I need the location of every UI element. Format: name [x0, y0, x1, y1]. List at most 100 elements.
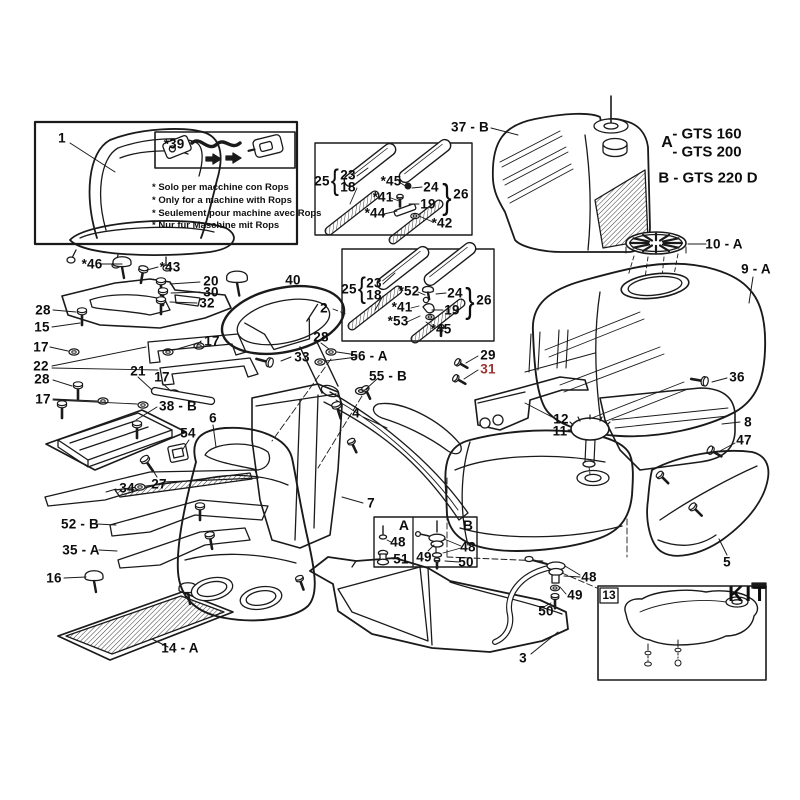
side-panel-5-art	[647, 451, 768, 556]
bracket-35a-art	[99, 528, 250, 568]
callout-38-b: 38 - B	[159, 398, 197, 414]
callout-44: *44	[364, 205, 386, 221]
model-gts-160: - GTS 160	[672, 125, 742, 143]
console-bracket-art	[450, 330, 595, 430]
callout-17: 17	[35, 391, 51, 407]
callout-17: 17	[204, 333, 220, 349]
callout-28: 28	[34, 371, 50, 387]
callout-17: 17	[154, 369, 170, 385]
callout-33: 33	[294, 349, 310, 365]
callout-25: 25	[341, 281, 357, 297]
callout-54: 54	[180, 425, 196, 441]
callout-26: 26	[476, 292, 492, 308]
callout-29: 29	[480, 347, 496, 363]
callout-41: *41	[372, 189, 394, 205]
kit-box	[598, 583, 766, 680]
callout-55-b: 55 - B	[369, 368, 407, 384]
fuel-tank-37b-art	[491, 96, 650, 252]
callout-brace: {	[330, 163, 340, 198]
callout-15: 15	[34, 319, 50, 335]
callout-23: 23	[366, 275, 382, 291]
callout-21: 21	[130, 363, 146, 379]
callout-50: 50	[538, 603, 554, 619]
callout-28: 28	[313, 329, 329, 345]
callout-31: 31	[480, 361, 496, 377]
callout-51: 51	[393, 551, 409, 567]
model-gts-200: - GTS 200	[672, 143, 742, 161]
callout-17: 17	[33, 339, 49, 355]
seat-belt-art	[162, 134, 284, 164]
callout-27: 27	[151, 476, 167, 492]
callout-32: 32	[199, 295, 215, 311]
callout-47: 47	[736, 432, 752, 448]
callout-19: 19	[444, 302, 460, 318]
callout-49: 49	[567, 587, 583, 603]
battery-tray-art	[46, 399, 186, 470]
seat-inset-box	[35, 122, 297, 244]
callout-56-a: 56 - A	[350, 348, 388, 364]
callout-45: *45	[380, 173, 402, 189]
callout-48: 48	[581, 569, 597, 585]
callout-20: 20	[203, 273, 219, 289]
callout-23: 23	[340, 167, 356, 183]
callout-5: 5	[723, 554, 731, 570]
rail-kit-a-art	[322, 136, 454, 247]
callout-6: 6	[209, 410, 217, 426]
callout-1: 1	[58, 130, 66, 146]
callout-48: 48	[390, 534, 406, 550]
callout-11: 11	[552, 423, 568, 439]
callout-a: A	[398, 517, 410, 533]
fuel-knob-art	[570, 415, 610, 474]
callout-10-a: 10 - A	[705, 236, 743, 252]
callout-39: *39	[163, 136, 185, 152]
callout-9-a: 9 - A	[741, 261, 771, 277]
kit-tank-art	[625, 590, 758, 666]
callout-26: 26	[453, 186, 469, 202]
callout-52-b: 52 - B	[61, 516, 99, 532]
note-english: * Only for a machine with Rops	[152, 195, 292, 206]
note-french: * Seulement pour machine avec Rops	[152, 208, 322, 219]
callout-30: 30	[203, 284, 219, 300]
callout-24: 24	[447, 285, 463, 301]
callout-16: 16	[46, 570, 62, 586]
model-gts-220d: B - GTS 220 D	[658, 169, 758, 187]
callout-41: *41	[391, 299, 413, 315]
kit-title: KIT	[728, 583, 768, 606]
callout-45: *45	[430, 321, 452, 337]
callout-8: 8	[744, 414, 752, 430]
callout-brace: {	[357, 271, 367, 306]
callout-48: 48	[460, 539, 476, 555]
callout-14-a: 14 - A	[161, 640, 199, 656]
side-trim-art	[253, 343, 461, 468]
kit-number: 13	[602, 588, 616, 602]
callout-brace: }	[465, 281, 475, 320]
note-italian: * Solo per macchine con Rops	[152, 182, 289, 193]
callout-18: 18	[366, 287, 382, 303]
fuel-tank-main-art	[445, 415, 633, 561]
front-cowl-art	[137, 425, 315, 620]
callout-19: 19	[420, 196, 436, 212]
callout-37-b: 37 - B	[451, 119, 489, 135]
model-group-a-label: A	[661, 134, 673, 151]
callout-50: 50	[458, 554, 474, 570]
callout-49: 49	[416, 549, 432, 565]
callout-22: 22	[33, 358, 49, 374]
callout-18: 18	[340, 179, 356, 195]
callout-36: 36	[729, 369, 745, 385]
floor-mat-art	[58, 569, 233, 660]
bracket-52b-art	[97, 500, 268, 536]
side-panel-8-art	[600, 388, 740, 488]
callout-35-a: 35 - A	[62, 542, 100, 558]
callout-brace: }	[442, 177, 452, 216]
steering-wheel-art	[216, 269, 351, 399]
callout-7: 7	[367, 495, 375, 511]
callout-28: 28	[35, 302, 51, 318]
callout-4: 4	[352, 405, 360, 421]
callout-25: 25	[314, 173, 330, 189]
callout-46: *46	[81, 256, 103, 272]
callout-53: *53	[387, 313, 409, 329]
callout-42: *42	[431, 215, 453, 231]
support-plate-art	[50, 255, 258, 409]
